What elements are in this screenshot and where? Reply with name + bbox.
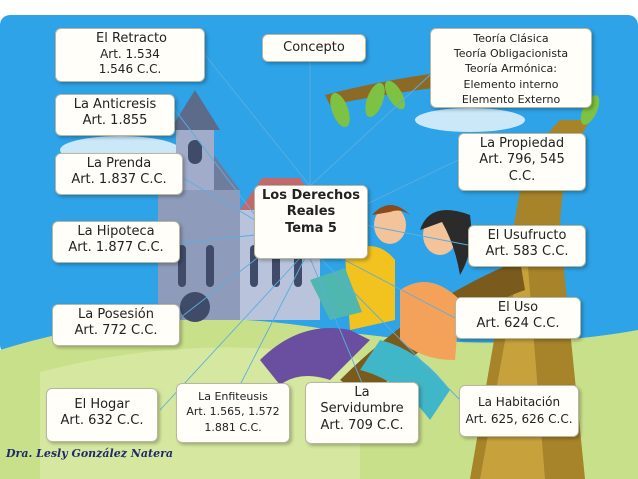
node-usufructo: El Usufructo Art. 583 C.C. — [468, 225, 586, 267]
connector-usufructo — [364, 224, 469, 246]
node-anticresis: La Anticresis Art. 1.855 — [55, 94, 175, 136]
node-teorias: Teoría Clásica Teoría Obligacionista Teo… — [430, 28, 592, 108]
center-line-3: Tema 5 — [285, 220, 337, 236]
habitacion-title: La Habitación — [477, 395, 561, 409]
connector-uso — [334, 254, 456, 319]
teorias-line-2: Teoría Obligacionista — [453, 47, 569, 61]
habitacion-article: Art. 625, 626 C.C. — [465, 412, 573, 427]
connector-prenda — [182, 177, 256, 221]
connector-hipoteca — [179, 234, 256, 244]
connector-servidumbre — [309, 257, 363, 384]
servidumbre-line-2: Servidumbre — [320, 401, 404, 417]
prenda-title: La Prenda — [86, 156, 152, 171]
connector-enfiteusis — [239, 257, 306, 386]
node-prenda: La Prenda Art. 1.837 C.C. — [55, 153, 183, 195]
node-enfiteusis: La Enfiteusis Art. 1.565, 1.572 1.881 C.… — [176, 383, 290, 443]
enfiteusis-title: La Enfiteusis — [198, 390, 268, 403]
retracto-title: El Retracto — [96, 31, 168, 46]
retracto-article-1: Art. 1.534 — [100, 47, 160, 62]
retracto-article-2: 1.546 C.C. — [98, 62, 162, 77]
connector-habitacion — [319, 257, 461, 401]
uso-article: Art. 624 C.C. — [476, 316, 560, 332]
connector-posesion — [179, 251, 266, 319]
servidumbre-line-1: La — [354, 385, 370, 400]
node-hipoteca: La Hipoteca Art. 1.877 C.C. — [52, 221, 180, 263]
anticresis-title: La Anticresis — [73, 97, 157, 112]
node-habitacion: La Habitación Art. 625, 626 C.C. — [459, 385, 579, 437]
center-line-1: Los Derechos — [262, 188, 360, 203]
propiedad-title: La Propiedad — [479, 136, 565, 151]
enfiteusis-article-1: Art. 1.565, 1.572 — [186, 405, 280, 419]
teorias-line-5: Elemento Externo — [461, 92, 561, 106]
node-hogar: El Hogar Art. 632 C.C. — [46, 388, 158, 442]
connector-teorias — [309, 74, 431, 187]
posesion-title: La Posesión — [77, 307, 155, 322]
author-signature: Dra. Lesly González Natera — [6, 447, 173, 460]
node-uso: El Uso Art. 624 C.C. — [455, 297, 581, 339]
enfiteusis-article-2: 1.881 C.C. — [204, 420, 262, 434]
connector-anticresis — [174, 109, 256, 216]
teorias-line-4: Elemento interno — [463, 77, 559, 91]
node-posesion: La Posesión Art. 772 C.C. — [52, 304, 180, 346]
teorias-line-1: Teoría Clásica — [473, 32, 549, 45]
node-propiedad: La Propiedad Art. 796, 545 C.C. — [458, 133, 586, 191]
usufructo-title: El Usufructo — [487, 228, 567, 243]
hogar-article: Art. 632 C.C. — [60, 413, 144, 429]
hogar-title: El Hogar — [74, 397, 130, 412]
teorias-line-3: Teoría Armónica: — [465, 62, 557, 76]
node-retracto: El Retracto Art. 1.534 1.546 C.C. — [55, 28, 205, 82]
connector-propiedad — [364, 159, 459, 206]
servidumbre-article: Art. 709 C.C. — [320, 417, 404, 433]
propiedad-article-1: Art. 796, 545 — [479, 152, 565, 168]
prenda-article: Art. 1.837 C.C. — [71, 172, 167, 188]
concepto-label: Concepto — [283, 40, 345, 55]
node-center: Los Derechos Reales Tema 5 — [254, 185, 368, 259]
posesion-article: Art. 772 C.C. — [74, 323, 158, 339]
connector-retracto — [204, 54, 311, 187]
node-concepto: Concepto — [262, 34, 366, 62]
usufructo-article: Art. 583 C.C. — [485, 244, 569, 260]
hipoteca-title: La Hipoteca — [77, 224, 155, 239]
uso-title: El Uso — [497, 300, 539, 315]
anticresis-article: Art. 1.855 — [82, 113, 148, 129]
hipoteca-article: Art. 1.877 C.C. — [68, 240, 164, 256]
center-line-2: Reales — [286, 204, 336, 220]
node-servidumbre: La Servidumbre Art. 709 C.C. — [305, 382, 419, 444]
propiedad-article-2: C.C. — [508, 168, 536, 184]
